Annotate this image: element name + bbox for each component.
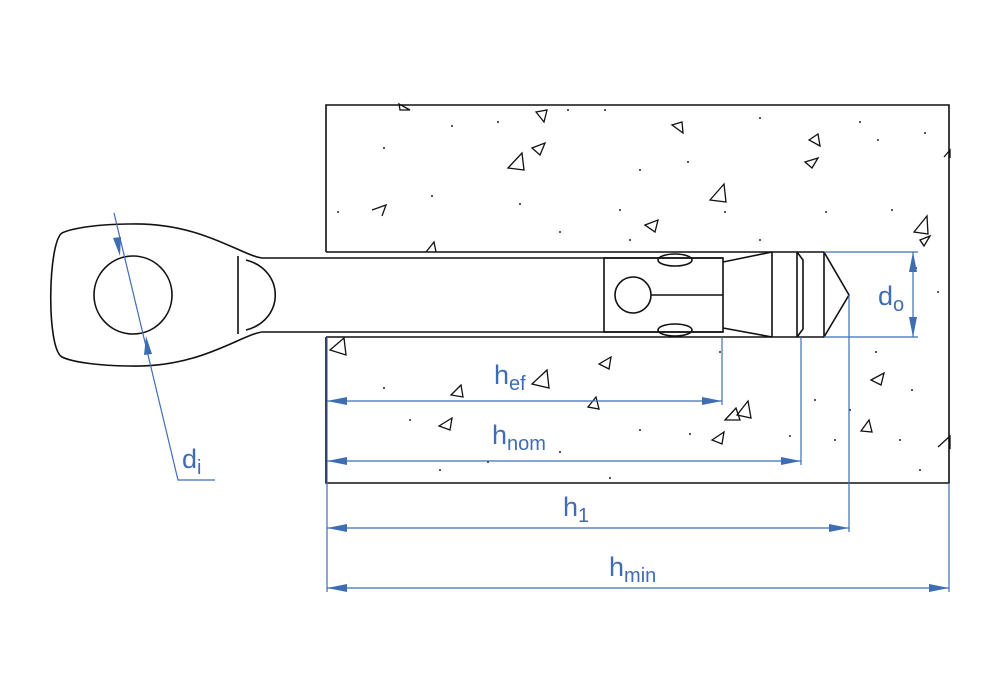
label-hnom: hnom xyxy=(492,420,546,455)
anchor-eye xyxy=(49,223,263,367)
eye-hole xyxy=(93,255,173,335)
label-h1: h1 xyxy=(563,492,589,527)
label-di: di xyxy=(182,444,201,479)
concrete-block xyxy=(325,102,951,484)
label-do: do xyxy=(878,281,904,316)
eye-anchor xyxy=(49,223,825,367)
aggregate-texture xyxy=(328,102,951,479)
dimension-lines xyxy=(113,212,950,592)
label-hmin: hmin xyxy=(609,552,656,587)
label-hef: hef xyxy=(494,360,526,395)
expansion-cone xyxy=(722,251,773,338)
drill-hole xyxy=(326,251,850,338)
